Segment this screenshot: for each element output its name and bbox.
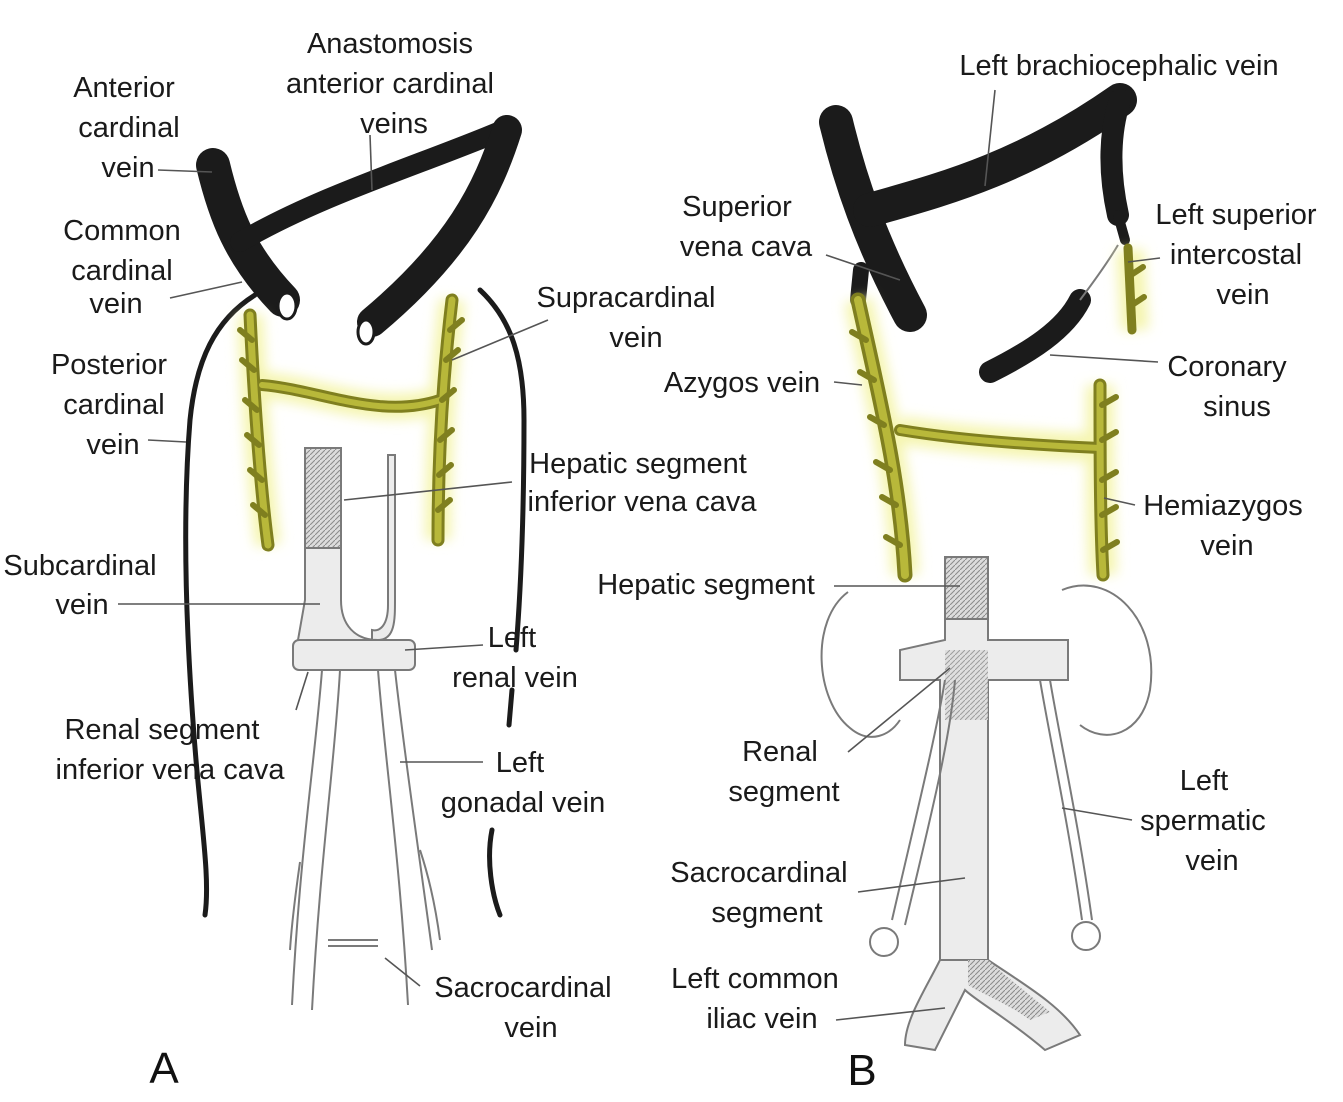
label-renal-segment: Renal segment bbox=[728, 736, 839, 808]
right-posterior-cardinal-vein-lower bbox=[487, 687, 515, 918]
label-left-brachiocephalic-vein: Left brachiocephalic vein bbox=[959, 50, 1278, 82]
azygos-system-b bbox=[844, 243, 1149, 583]
label-left-superior-intercostal-vein: Left superior intercostal vein bbox=[1155, 199, 1324, 311]
label-subcardinal-vein: Subcardinal vein bbox=[3, 550, 164, 621]
left-brachiocephalic-vein bbox=[853, 83, 1137, 227]
coronary-sinus-vessel bbox=[979, 289, 1091, 383]
panel-b-drawing bbox=[819, 83, 1161, 1052]
label-sacrocardinal-vein: Sacrocardinal vein bbox=[434, 972, 619, 1044]
leader-lines-b bbox=[825, 89, 1161, 1021]
ivc-system-b bbox=[820, 556, 1153, 1052]
label-left-spermatic-vein: Left spermatic vein bbox=[1140, 765, 1274, 877]
label-sacrocardinal-segment: Sacrocardinal segment bbox=[670, 857, 855, 929]
anastomosis-vein bbox=[230, 120, 513, 252]
label-posterior-cardinal-vein: Posterior cardinal vein bbox=[51, 349, 175, 461]
label-left-renal-vein: Left renal vein bbox=[452, 622, 578, 694]
labels-panel-b: Left brachiocephalic vein Superior vena … bbox=[597, 50, 1324, 1095]
label-coronary-sinus: Coronary sinus bbox=[1167, 351, 1294, 423]
right-posterior-cardinal-vein bbox=[477, 287, 527, 653]
label-anterior-cardinal-vein: Anterior cardinal vein bbox=[73, 72, 188, 184]
label-left-common-iliac-vein: Left common iliac vein bbox=[671, 963, 847, 1035]
subcardinal-system-a bbox=[289, 447, 441, 1011]
label-hepatic-segment-ivc: Hepatic segment inferior vena cava bbox=[528, 448, 758, 518]
panel-a-drawing bbox=[118, 115, 549, 1011]
left-anterior-cardinal-vein bbox=[357, 115, 522, 337]
label-renal-segment-ivc: Renal segment inferior vena cava bbox=[56, 714, 286, 786]
label-hemiazygos-vein: Hemiazygos vein bbox=[1143, 490, 1311, 562]
label-superior-vena-cava: Superior vena cava bbox=[680, 191, 813, 263]
leader-lines-a bbox=[118, 134, 549, 987]
label-azygos-vein: Azygos vein bbox=[664, 367, 820, 399]
label-left-gonadal-vein: Left gonadal vein bbox=[441, 747, 605, 819]
left-posterior-cardinal-vein bbox=[183, 292, 258, 918]
label-common-cardinal-vein: Common cardinal vein bbox=[63, 215, 189, 320]
label-anastomosis-anterior-cardinal-veins: Anastomosis anterior cardinal veins bbox=[286, 28, 502, 140]
label-supracardinal-vein: Supracardinal vein bbox=[536, 282, 723, 354]
labels-panel-a: Anterior cardinal vein Anastomosis anter… bbox=[3, 28, 757, 1093]
panel-b-letter: B bbox=[847, 1046, 876, 1095]
panel-a-letter: A bbox=[149, 1044, 179, 1093]
label-hepatic-segment: Hepatic segment bbox=[597, 569, 815, 601]
supracardinal-system-a bbox=[237, 293, 465, 552]
